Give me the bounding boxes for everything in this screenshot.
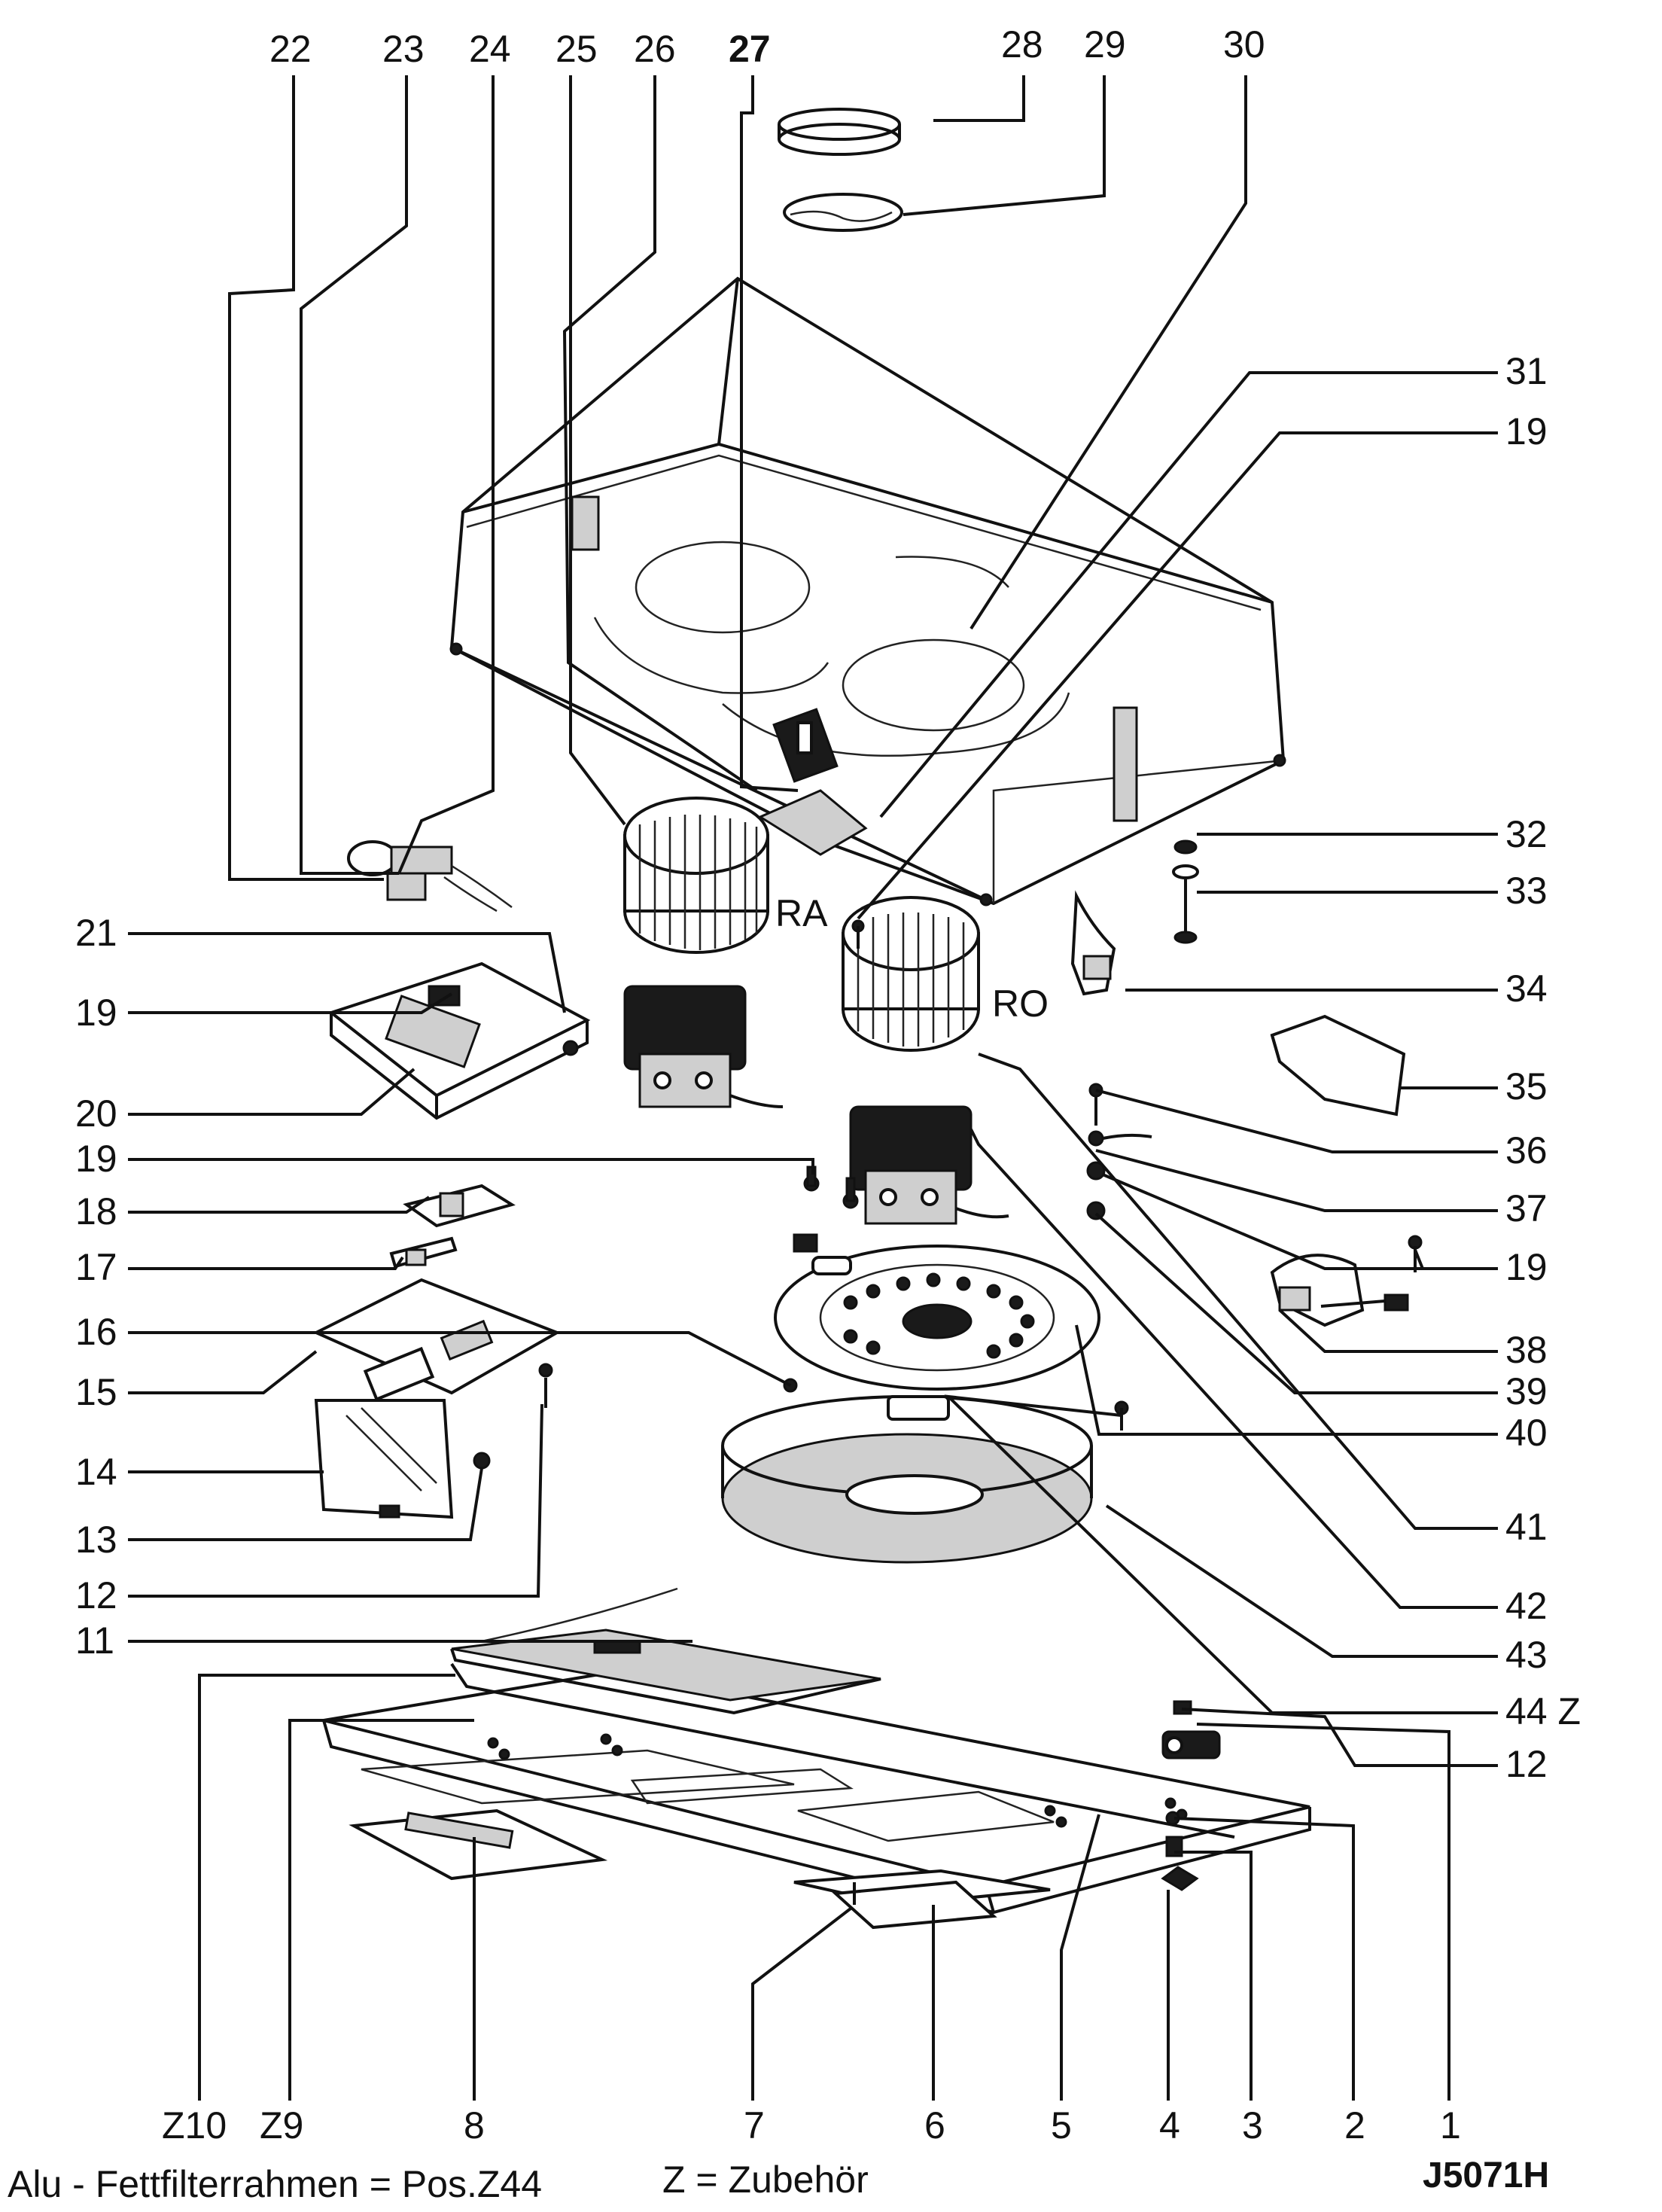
callout-24: 24: [469, 28, 511, 70]
callout-4: 4: [1159, 2104, 1180, 2146]
callout-31: 31: [1505, 350, 1548, 392]
filter-ring: [721, 1395, 1093, 1564]
lamp-holder: [347, 840, 513, 913]
callout-8: 8: [464, 2104, 485, 2146]
leader-lines: [128, 75, 1498, 2101]
callout-5: 5: [1051, 2104, 1072, 2146]
callout-26: 26: [634, 28, 676, 70]
callout-6: 6: [924, 2104, 945, 2146]
filter-6: [793, 1869, 1051, 1930]
callout-labels-top: 22 23 24 25 26 27 28 29 30: [269, 23, 1265, 70]
callout-15: 15: [75, 1371, 117, 1413]
callout-z10: Z10: [162, 2104, 227, 2146]
blower-labels: RA RO: [775, 892, 1049, 1025]
callout-28: 28: [1001, 23, 1043, 66]
callout-14: 14: [75, 1451, 117, 1493]
duct-connector-ring: [778, 108, 901, 156]
filter-8: [349, 1808, 608, 1881]
callout-30: 30: [1223, 23, 1265, 66]
callout-27: 27: [729, 28, 771, 70]
callout-z9: Z9: [260, 2104, 303, 2146]
callout-38: 38: [1505, 1329, 1548, 1371]
callout-1: 1: [1440, 2104, 1461, 2146]
callout-39: 39: [1505, 1370, 1548, 1412]
callout-35: 35: [1505, 1065, 1548, 1108]
callout-20: 20: [75, 1092, 117, 1135]
backdraft-flap: [783, 193, 903, 232]
motor-right: [849, 1105, 1009, 1225]
motor-left: [623, 985, 784, 1108]
lamp-cover-frame: [312, 1278, 561, 1519]
callout-16: 16: [75, 1311, 117, 1353]
footer-note: Alu - Fettfilterrahmen = Pos.Z44: [8, 2163, 542, 2205]
footer: Alu - Fettfilterrahmen = Pos.Z44 Z = Zub…: [8, 2156, 1549, 2205]
label-ro: RO: [992, 983, 1049, 1025]
callout-33: 33: [1505, 870, 1548, 912]
callout-3: 3: [1242, 2104, 1263, 2146]
callout-34: 34: [1505, 967, 1548, 1010]
callout-29: 29: [1084, 23, 1126, 66]
callout-11: 11: [75, 1619, 114, 1662]
footer-legend: Z = Zubehör: [662, 2159, 869, 2201]
callout-23: 23: [382, 28, 425, 70]
callout-41: 41: [1505, 1506, 1548, 1548]
callout-19-b: 19: [1505, 1246, 1548, 1288]
fan-base-plate: [774, 1245, 1100, 1391]
callout-12-right: 12: [1505, 1743, 1548, 1785]
callout-19-c: 19: [75, 992, 117, 1034]
slider-parts: [389, 1184, 516, 1269]
callout-7: 7: [744, 2104, 765, 2146]
callout-40: 40: [1505, 1412, 1548, 1454]
fan-wheel-ro: [842, 896, 980, 1052]
callout-17: 17: [75, 1246, 117, 1288]
callout-32: 32: [1505, 813, 1548, 855]
label-ra: RA: [775, 892, 828, 934]
callout-42: 42: [1505, 1585, 1548, 1627]
control-module: [327, 961, 591, 1120]
callout-13: 13: [75, 1519, 117, 1561]
callout-12-left: 12: [75, 1574, 117, 1616]
callout-labels-left: 21 19 20 19 18 17 16 15 14 13 12 11: [75, 912, 117, 1662]
callout-19-d: 19: [75, 1138, 117, 1180]
callout-labels-bottom: Z10 Z9 8 7 6 5 4 3 2 1: [162, 2104, 1461, 2146]
callout-18: 18: [75, 1190, 117, 1232]
fan-wheel-ra: [623, 797, 769, 954]
switch-plate: [757, 708, 868, 856]
small-hardware: [538, 919, 1199, 1905]
callout-2: 2: [1344, 2104, 1365, 2146]
callout-43: 43: [1505, 1634, 1548, 1676]
bottom-panel: [322, 1629, 1311, 1915]
hood-housing: [449, 276, 1286, 906]
callout-21: 21: [75, 912, 117, 954]
callout-labels-right: 31 19 32 33 34 35 36 37 19 38 39 40 41 4…: [1505, 350, 1581, 1785]
callout-19-a: 19: [1505, 410, 1548, 452]
callout-44z: 44 Z: [1505, 1690, 1581, 1732]
drawing-code: J5071H: [1423, 2156, 1549, 2195]
callout-22: 22: [269, 28, 312, 70]
panel-edge-strip: [450, 1587, 1235, 1839]
callout-25: 25: [556, 28, 598, 70]
right-hardware: [1070, 839, 1423, 1327]
callout-36: 36: [1505, 1129, 1548, 1172]
callout-37: 37: [1505, 1187, 1548, 1229]
